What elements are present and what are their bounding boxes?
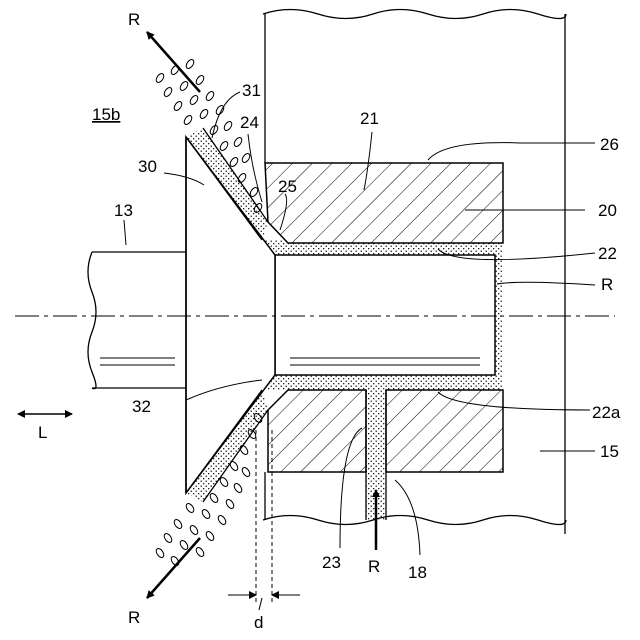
label-20: 20 [598,201,617,220]
label-18: 18 [408,563,427,582]
label-22: 22 [598,244,617,263]
label-d: d [254,613,263,632]
arrow-r-top [147,32,200,92]
label-23: 23 [322,553,341,572]
label-15: 15 [600,442,619,461]
label-25: 25 [278,177,297,196]
label-l: L [38,423,47,442]
label-r-lower-left: R [128,608,140,627]
flow-passage-22 [262,240,503,520]
label-r-right: R [601,275,613,294]
figure-label: 15b [92,105,120,124]
label-31: 31 [242,81,261,100]
label-22a: 22a [592,403,621,422]
label-r-top: R [128,10,140,29]
arrow-r-bottom [147,538,200,598]
label-21: 21 [360,109,379,128]
label-24: 24 [240,113,259,132]
label-32: 32 [132,397,151,416]
label-13: 13 [114,201,133,220]
label-26: 26 [600,135,619,154]
label-r-inlet: R [368,557,380,576]
label-30: 30 [138,157,157,176]
